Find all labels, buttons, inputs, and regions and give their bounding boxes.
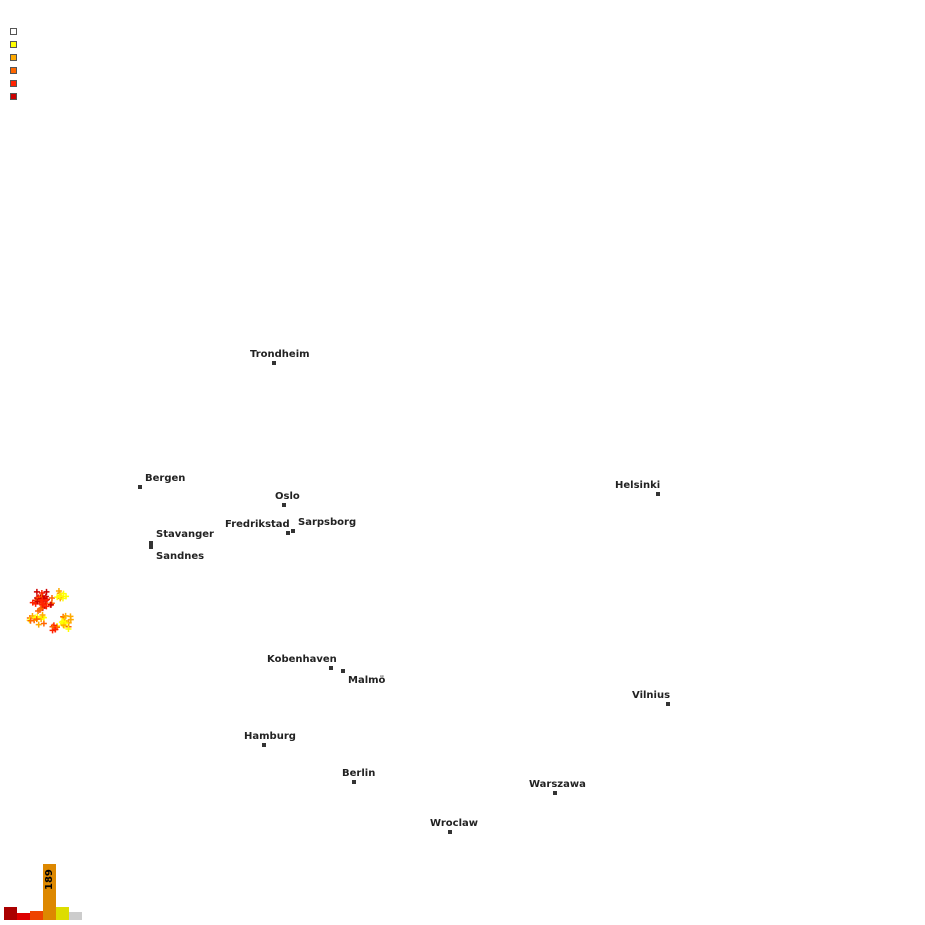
lightning-strike xyxy=(52,626,59,633)
city-label-helsinki: Helsinki xyxy=(615,480,661,491)
city-marker-vilnius xyxy=(666,702,670,706)
lightning-strike xyxy=(35,621,42,628)
lightning-strike xyxy=(47,601,54,608)
lightning-strike xyxy=(39,612,46,619)
lightning-strike xyxy=(33,588,40,595)
legend-swatch xyxy=(10,80,17,87)
histogram-bar xyxy=(4,907,17,920)
city-marker-helsinki xyxy=(656,492,660,496)
lightning-strike xyxy=(33,616,40,623)
city-marker-bergen xyxy=(138,485,142,489)
lightning-strike xyxy=(54,594,61,601)
legend-swatch xyxy=(10,41,17,48)
legend-swatch xyxy=(10,93,17,100)
city-label-malmo: Malmö xyxy=(348,675,386,686)
legend-swatch xyxy=(10,28,17,35)
city-label-trondheim: Trondheim xyxy=(250,349,310,360)
city-label-stavanger: Stavanger xyxy=(156,529,214,540)
histogram-bar xyxy=(69,912,82,920)
city-label-hamburg: Hamburg xyxy=(244,731,296,742)
city-marker-sarpsborg xyxy=(291,529,295,533)
city-marker-kobenhaven xyxy=(329,666,333,670)
lightning-strike xyxy=(67,616,74,623)
city-label-warszawa: Warszawa xyxy=(529,779,586,790)
city-label-oslo: Oslo xyxy=(275,491,300,502)
lightning-strike xyxy=(55,587,62,594)
histogram-bar xyxy=(30,911,43,920)
legend-swatch xyxy=(10,54,17,61)
lightning-strike xyxy=(27,617,34,624)
city-label-sandnes: Sandnes xyxy=(156,551,205,562)
legend-swatch xyxy=(10,67,17,74)
city-label-vilnius: Vilnius xyxy=(632,690,671,701)
lightning-strike xyxy=(43,603,50,610)
city-marker-trondheim xyxy=(272,361,276,365)
city-marker-oslo xyxy=(282,503,286,507)
city-marker-fredrikstad xyxy=(286,531,290,535)
lightning-strike xyxy=(62,612,69,619)
city-label-fredrikstad: Fredrikstad xyxy=(225,519,290,530)
city-marker-berlin xyxy=(352,780,356,784)
city-marker-warszawa xyxy=(553,791,557,795)
lightning-strike xyxy=(60,590,67,597)
lightning-strike xyxy=(59,618,66,625)
city-label-bergen: Bergen xyxy=(145,473,186,484)
lightning-strike xyxy=(39,597,46,604)
city-marker-wroclaw xyxy=(448,830,452,834)
lightning-strike xyxy=(43,588,50,595)
city-marker-sandnes xyxy=(149,545,153,549)
city-marker-malmo xyxy=(341,669,345,673)
lightning-strike xyxy=(34,598,41,605)
lightning-strike xyxy=(65,625,72,632)
lightning-strike xyxy=(48,594,55,601)
city-label-sarpsborg: Sarpsborg xyxy=(298,517,357,528)
city-label-wroclaw: Wroclaw xyxy=(430,818,478,829)
city-label-kobenhaven: Kobenhaven xyxy=(267,654,337,665)
histogram-max-label: 189 xyxy=(44,869,55,890)
lightning-strike xyxy=(35,607,42,614)
city-marker-stavanger xyxy=(149,541,153,545)
lightning-strike xyxy=(40,620,47,627)
histogram-bar xyxy=(43,864,56,920)
histogram-bar xyxy=(56,907,69,920)
histogram-bar xyxy=(17,913,30,920)
city-label-berlin: Berlin xyxy=(342,768,376,779)
lightning-strike xyxy=(29,599,36,606)
city-marker-hamburg xyxy=(262,743,266,747)
